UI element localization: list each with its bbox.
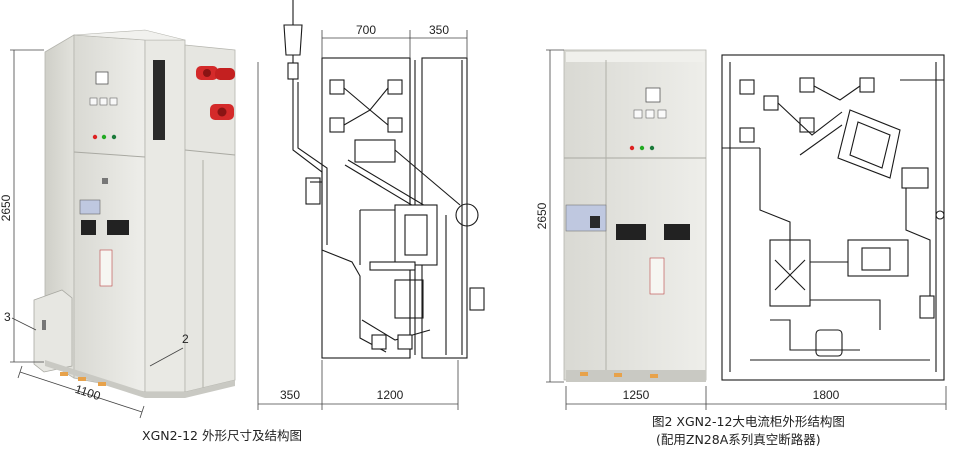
dim-left-photo-height: 2650 xyxy=(0,194,13,221)
dims-photo-left xyxy=(10,49,184,419)
dim-left-bottom-2: 1200 xyxy=(377,388,404,402)
dim-right-drawing-width: 1800 xyxy=(813,388,840,402)
structure-drawing-right xyxy=(721,54,945,381)
indicator-green-icon xyxy=(101,134,107,140)
warning-label xyxy=(99,249,113,287)
cabinet-photo-left xyxy=(33,29,236,398)
side-box xyxy=(33,289,73,373)
dims-photo-right xyxy=(546,49,707,410)
bushing-red-icon xyxy=(196,66,235,120)
indicator-red-icon xyxy=(92,134,98,140)
viewing-window xyxy=(153,60,165,140)
dim-right-photo-width: 1250 xyxy=(623,388,650,402)
cabinet-photo-right xyxy=(563,49,707,382)
mimic-panel xyxy=(79,199,101,215)
dim-left-top-1: 700 xyxy=(356,23,376,37)
callout-2: 2 xyxy=(182,332,189,346)
dim-left-top-2: 350 xyxy=(429,23,449,37)
caption-left: XGN2-12 外形尺寸及结构图 xyxy=(142,428,302,443)
caption-right-line1: 图2 XGN2-12大电流柜外形结构图 xyxy=(652,414,845,429)
dims-drawing-left xyxy=(257,30,468,410)
structure-drawing-left xyxy=(283,0,485,359)
meter-icon xyxy=(95,71,109,85)
callout-3: 3 xyxy=(4,310,11,324)
dim-left-bottom-1: 350 xyxy=(280,388,300,402)
caption-right-line2: (配用ZN28A系列真空断路器) xyxy=(656,432,821,447)
dim-right-photo-height: 2650 xyxy=(535,202,549,229)
dims-drawing-right xyxy=(706,386,947,410)
